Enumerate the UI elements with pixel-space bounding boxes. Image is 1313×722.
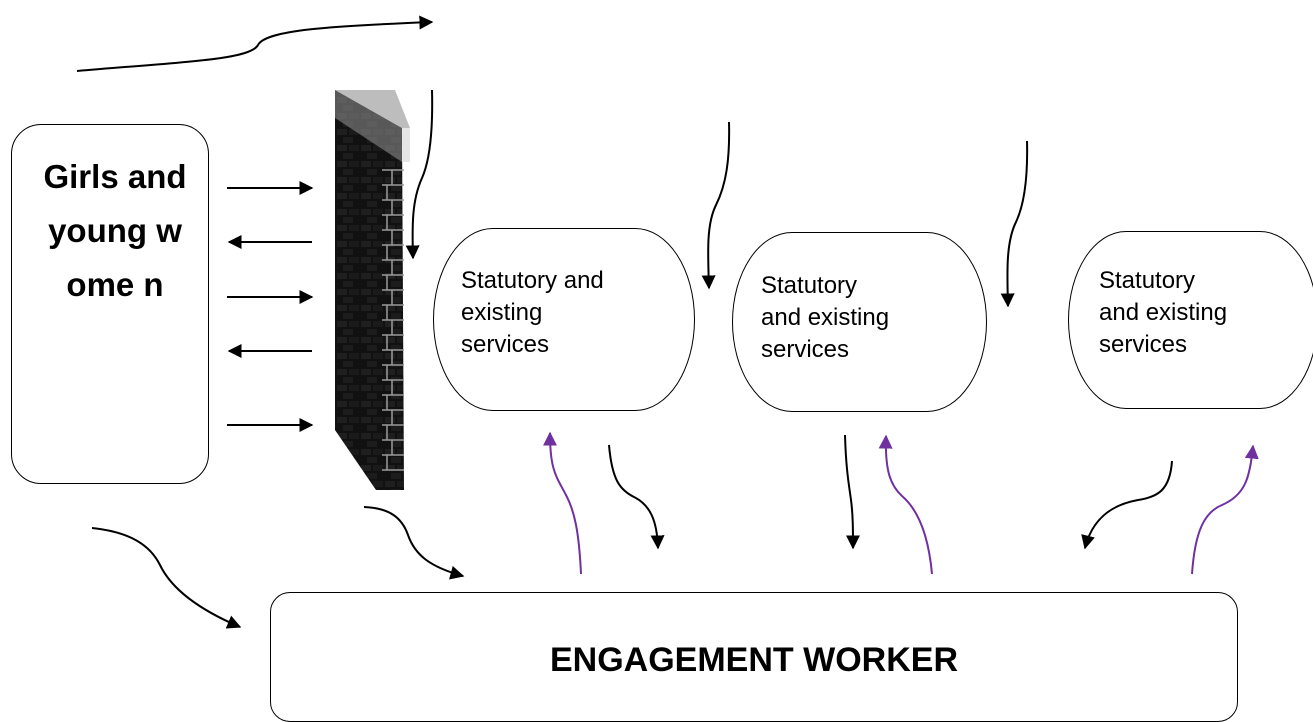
service-box-1 xyxy=(433,228,695,411)
arrow-girls-to-engagement xyxy=(91,527,242,629)
service-label-line: and existing xyxy=(761,304,890,331)
service-box-2 xyxy=(732,232,987,412)
arrow-engagement-to-service1 xyxy=(543,431,582,575)
service-label-3: Statutory and existing services xyxy=(1099,265,1289,361)
arrow-wall-to-engagement xyxy=(363,506,465,580)
service-label-line: Statutory and xyxy=(461,267,604,294)
arrow-engagement-to-service2 xyxy=(878,434,933,575)
arrow-engagement-to-service3 xyxy=(1191,444,1259,575)
arrow-down-2 xyxy=(701,121,731,290)
arrow-service2-to-engagement xyxy=(844,434,860,550)
service-label-line: services xyxy=(461,331,550,358)
service-label-1: Statutory and existing services xyxy=(461,265,681,361)
service-label-line: Statutory xyxy=(761,272,858,299)
girls-label: Girls and young wome n xyxy=(43,158,187,303)
service-box-3 xyxy=(1068,231,1313,409)
service-label-line: Statutory xyxy=(1099,267,1196,294)
arrow-down-1 xyxy=(405,89,434,260)
service-label-2: Statutory and existing services xyxy=(761,270,951,366)
arrow-down-3 xyxy=(1000,140,1029,308)
engagement-worker-box xyxy=(270,592,1238,722)
brick-wall xyxy=(335,90,410,490)
diagram-canvas xyxy=(76,15,1259,629)
service-label-line: existing xyxy=(461,299,543,326)
wall-brick-grid xyxy=(382,169,404,471)
girls-box xyxy=(11,124,209,484)
arrow-over-wall xyxy=(76,15,434,72)
service-label-line: and existing xyxy=(1099,299,1228,326)
service-label-line: services xyxy=(1099,331,1188,358)
service-label-line: services xyxy=(761,336,850,363)
engagement-worker-label: ENGAGEMENT WORKER xyxy=(550,641,958,679)
arrow-service1-to-engagement xyxy=(608,444,665,550)
arrow-service3-to-engagement xyxy=(1081,460,1173,550)
